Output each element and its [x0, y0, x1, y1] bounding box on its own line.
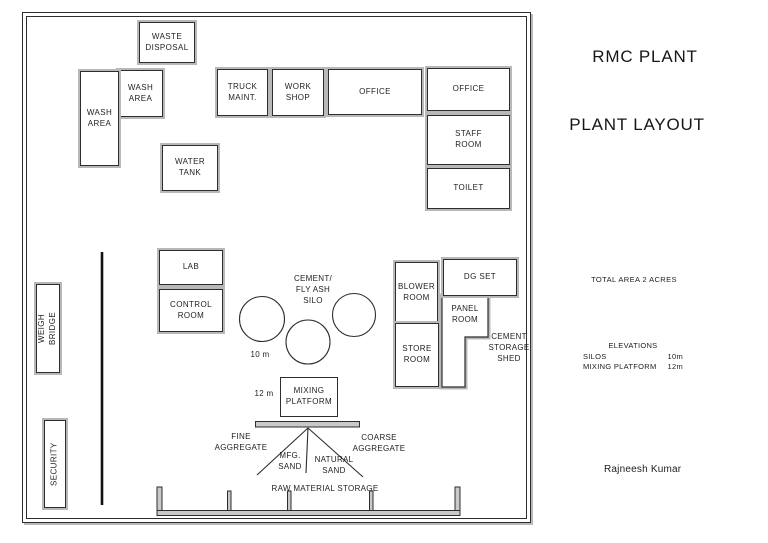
storage-bin-post	[227, 490, 232, 514]
room-truck-maintenance: TRUCK MAINT.	[217, 69, 268, 116]
label-coarse-aggregate: COARSE AGGREGATE	[352, 433, 406, 453]
room-security: SECURITY	[44, 420, 66, 508]
room-waste-disposal: WASTE DISPOSAL	[139, 22, 195, 63]
conveyor-platform-bar	[255, 421, 360, 428]
label-natural-sand: NATURAL SAND	[314, 455, 354, 475]
elevations-heading: ELEVATIONS	[608, 341, 658, 350]
room-water-tank: WATER TANK	[162, 145, 218, 191]
elevation-label: MIXING PLATFORM	[583, 362, 657, 371]
room-mixing-platform: MIXING PLATFORM	[280, 377, 338, 417]
elevation-row-silos: SILOS 10m	[583, 352, 683, 361]
room-work-shop: WORK SHOP	[272, 69, 324, 116]
label-platform-dimension: 12 m	[254, 389, 274, 398]
label-cement-fly-ash-silo: CEMENT/ FLY ASH SILO	[293, 274, 333, 305]
room-toilet: TOILET	[427, 168, 510, 209]
elevation-row-mixing-platform: MIXING PLATFORM 12m	[583, 362, 683, 371]
silo-circle-left	[238, 295, 286, 343]
total-area-note: TOTAL AREA 2 ACRES	[591, 275, 677, 284]
elevation-value: 12m	[667, 362, 683, 371]
label-raw-material-storage: RAW MATERIAL STORAGE	[271, 484, 379, 493]
feed-line-center	[305, 427, 309, 474]
room-store-room: STORE ROOM	[395, 323, 439, 387]
panel-room-outline	[441, 295, 489, 388]
room-office-right: OFFICE	[427, 68, 510, 111]
room-blower-room: BLOWER ROOM	[395, 262, 438, 323]
room-lab: LAB	[159, 250, 223, 285]
elevations-table: ELEVATIONS SILOS 10m MIXING PLATFORM 12m	[583, 341, 683, 371]
silo-circle-right	[331, 292, 377, 338]
room-weigh-bridge: WEIGH BRIDGE	[36, 284, 60, 373]
room-staff-room: STAFF ROOM	[427, 115, 510, 165]
feed-line-right	[307, 427, 364, 478]
author-credit: Rajneesh Kumar	[604, 464, 682, 475]
label-silo-diameter: 10 m	[250, 350, 270, 359]
storage-bin-post-end-left	[156, 486, 163, 514]
page-subtitle: PLANT LAYOUT	[569, 115, 705, 134]
storage-bin-post-end-right	[454, 486, 461, 514]
room-office-main: OFFICE	[328, 69, 422, 115]
room-wash-area-side: WASH AREA	[80, 71, 119, 166]
page-title: RMC PLANT	[592, 47, 698, 66]
label-mfg-sand: MFG. SAND	[278, 451, 302, 471]
feed-line-left	[256, 427, 309, 476]
room-wash-area-upper: WASH AREA	[118, 70, 163, 117]
room-panel-room-label: PANEL ROOM	[451, 304, 479, 324]
elevation-label: SILOS	[583, 352, 607, 361]
label-fine-aggregate: FINE AGGREGATE	[214, 432, 268, 452]
silo-circle-center	[285, 319, 331, 365]
label-cement-storage-shed: CEMENT STORAGE SHED	[488, 332, 530, 363]
storage-bin-base	[156, 510, 461, 516]
room-control-room: CONTROL ROOM	[159, 289, 223, 332]
elevation-value: 10m	[667, 352, 683, 361]
room-dg-set: DG SET	[443, 259, 517, 296]
